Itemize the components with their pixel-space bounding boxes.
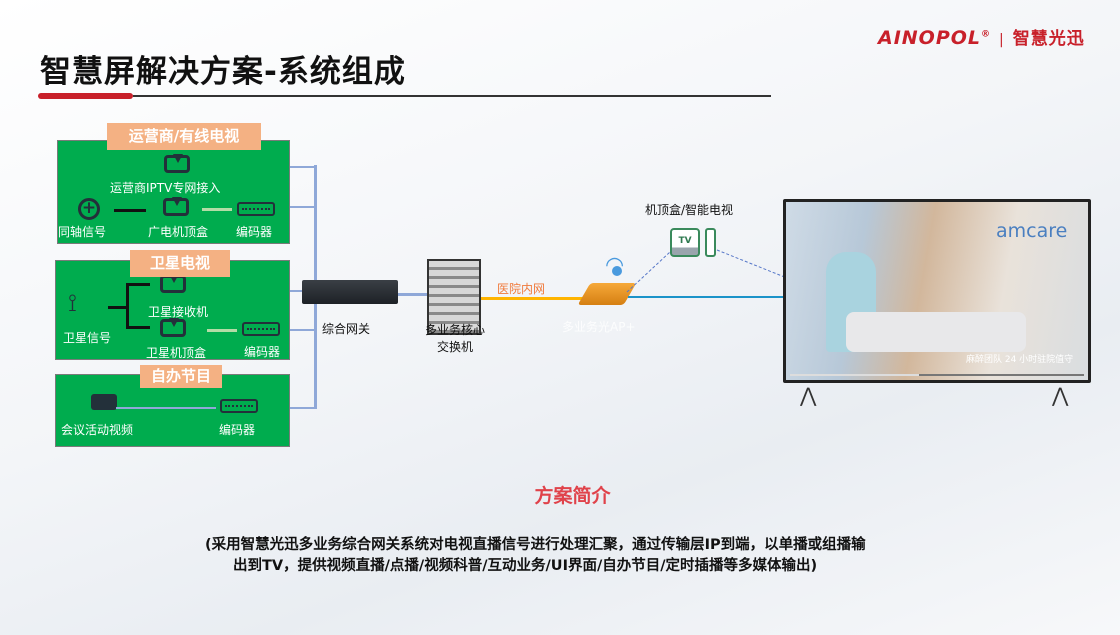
video-progress-track[interactable]: [790, 374, 1084, 376]
group-header: 卫星电视: [130, 250, 230, 277]
satellite-signal-label: 卫星信号: [63, 331, 112, 345]
tv-stand-right: ⋀: [1052, 383, 1069, 407]
satellite-stb-label: 卫星机顶盒: [146, 346, 207, 360]
ap-tv-line: [628, 296, 785, 298]
link-line: [114, 209, 146, 212]
group-header: 自办节目: [140, 365, 222, 388]
summary-line-1: (采用智慧光迅多业务综合网关系统对电视直播信号进行处理汇聚，通过传输层IP到端，…: [205, 537, 866, 553]
link-line: [126, 283, 150, 286]
video-bed: [846, 312, 1026, 352]
download-icon: [164, 154, 190, 173]
title-accent-bar: [38, 93, 133, 99]
coax-label: 同轴信号: [58, 225, 107, 239]
page-title: 智慧屏解决方案-系统组成: [40, 54, 406, 90]
iptv-label: 运营商IPTV专网接入: [110, 181, 221, 195]
summary-heading: 方案简介: [534, 485, 611, 507]
encoder-icon: [242, 322, 280, 336]
stb-label: 广电机顶盒: [148, 225, 209, 239]
lan-label: 医院内网: [497, 282, 546, 296]
coax-plus-icon: +: [78, 198, 100, 220]
core-switch-label: 多业务核心交换机: [425, 323, 486, 354]
video-brand-text: amcare: [996, 220, 1068, 242]
tv-box-icon: TV: [670, 228, 700, 257]
remote-icon: [705, 228, 716, 257]
receiver-label: 卫星接收机: [148, 305, 209, 319]
link-line: [116, 407, 216, 409]
link-line: [207, 329, 237, 332]
gateway-label: 综合网关: [322, 322, 371, 336]
link-line: [398, 293, 428, 296]
stb-tv-label: 机顶盒/智能电视: [645, 203, 734, 217]
link-line: [202, 208, 232, 211]
video-label: 会议活动视频: [61, 423, 134, 437]
group-cable-tv: 运营商IPTV专网接入 + 同轴信号 广电机顶盒 编码器: [57, 140, 290, 244]
encoder-label: 编码器: [244, 345, 281, 359]
encoder-icon: [237, 202, 275, 216]
brand-logo: AINOPOL®|智慧光迅: [878, 27, 1085, 49]
download-icon: [160, 318, 186, 337]
group-header: 运营商/有线电视: [107, 123, 261, 150]
link-line: [126, 326, 150, 329]
ap-label: 多业务光AP+: [562, 320, 636, 334]
wireless-links: [626, 249, 788, 293]
summary-line-2: 出到TV，提供视频直播/点播/视频科普/互动业务/UI界面/自办节目/定时插播等…: [233, 558, 818, 574]
encoder-label: 编码器: [219, 423, 256, 437]
link-line: [281, 206, 315, 208]
wifi-dot: [612, 266, 622, 276]
title-divider: [133, 95, 771, 97]
satellite-antenna-icon: ⟟: [68, 289, 77, 317]
video-progress-fill: [790, 374, 920, 376]
link-line: [108, 306, 128, 309]
encoder-label: 编码器: [236, 225, 273, 239]
encoder-icon: [220, 399, 258, 413]
lan-line: [481, 297, 584, 300]
video-camera-icon: [91, 394, 117, 410]
download-icon: [160, 274, 186, 293]
download-icon: [163, 197, 189, 216]
smart-tv: amcare 麻醉团队 24 小时驻院值守: [783, 199, 1091, 383]
link-line: [126, 283, 129, 328]
gateway-device: [302, 280, 398, 304]
video-subtitle: 麻醉团队 24 小时驻院值守: [966, 355, 1074, 365]
group-satellite: ⟟ 卫星接收机 卫星信号 卫星机顶盒 编码器: [55, 260, 290, 360]
tv-video-screen: amcare 麻醉团队 24 小时驻院值守: [786, 202, 1088, 380]
link-line: [287, 329, 315, 331]
core-switch-device: [427, 259, 481, 335]
tv-stand-left: ⋀: [800, 383, 817, 407]
